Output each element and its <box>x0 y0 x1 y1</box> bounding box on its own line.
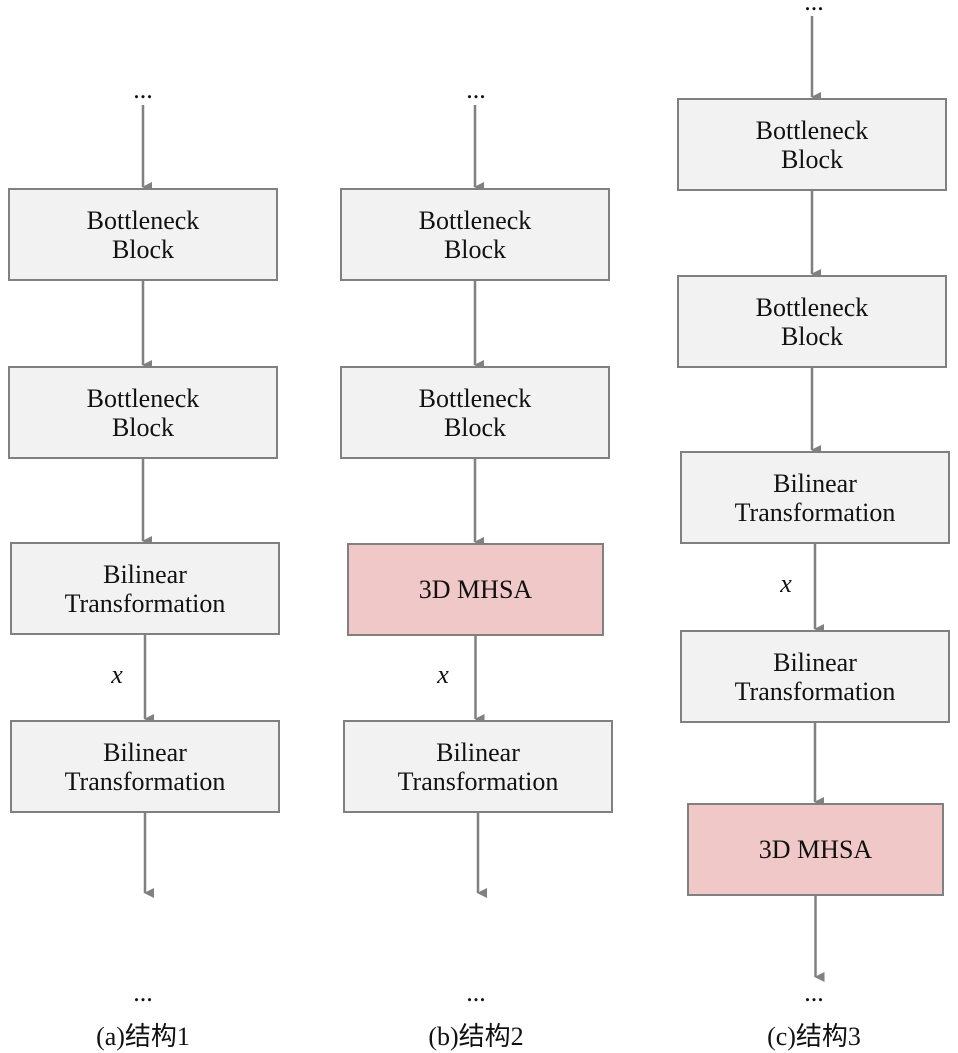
block-label: Bottleneck Block <box>755 292 869 351</box>
bilinear-transformation-block: Bilinear Transformation <box>680 630 950 723</box>
caption-a: (a)结构1 <box>96 1022 190 1051</box>
block-label: Bottleneck Block <box>86 205 200 264</box>
bottleneck-block: Bottleneck Block <box>340 188 610 281</box>
block-label: Bottleneck Block <box>755 115 869 174</box>
ellipsis-top-c: ... <box>804 0 824 16</box>
block-label: Bottleneck Block <box>418 383 532 442</box>
edge-label-x: x <box>111 659 123 689</box>
block-label: 3D MHSA <box>418 575 533 604</box>
caption-b: (b)结构2 <box>428 1022 524 1051</box>
bilinear-transformation-block: Bilinear Transformation <box>10 542 280 635</box>
bottleneck-block: Bottleneck Block <box>8 188 278 281</box>
bottleneck-block: Bottleneck Block <box>8 366 278 459</box>
ellipsis-bottom-a: ... <box>133 978 153 1007</box>
mhsa-block: 3D MHSA <box>347 543 604 636</box>
bilinear-transformation-block: Bilinear Transformation <box>680 451 950 544</box>
block-label: Bilinear Transformation <box>64 559 226 618</box>
bottleneck-block: Bottleneck Block <box>677 275 947 368</box>
bottleneck-block: Bottleneck Block <box>340 366 610 459</box>
block-label: Bottleneck Block <box>86 383 200 442</box>
block-label: Bilinear Transformation <box>397 737 559 796</box>
ellipsis-top-b: ... <box>466 75 486 104</box>
caption-c: (c)结构3 <box>767 1022 861 1051</box>
block-label: Bilinear Transformation <box>734 468 896 527</box>
block-label: Bilinear Transformation <box>64 737 226 796</box>
block-label: Bilinear Transformation <box>734 647 896 706</box>
block-label: 3D MHSA <box>758 835 873 864</box>
ellipsis-bottom-b: ... <box>466 978 486 1007</box>
ellipsis-top-a: ... <box>133 75 153 104</box>
edge-label-x: x <box>437 660 449 689</box>
edge-label-x: x <box>780 569 792 598</box>
bilinear-transformation-block: Bilinear Transformation <box>343 720 613 813</box>
ellipsis-bottom-c: ... <box>804 978 824 1007</box>
mhsa-block: 3D MHSA <box>687 803 944 896</box>
bilinear-transformation-block: Bilinear Transformation <box>10 720 280 813</box>
bottleneck-block: Bottleneck Block <box>677 98 947 191</box>
block-label: Bottleneck Block <box>418 205 532 264</box>
